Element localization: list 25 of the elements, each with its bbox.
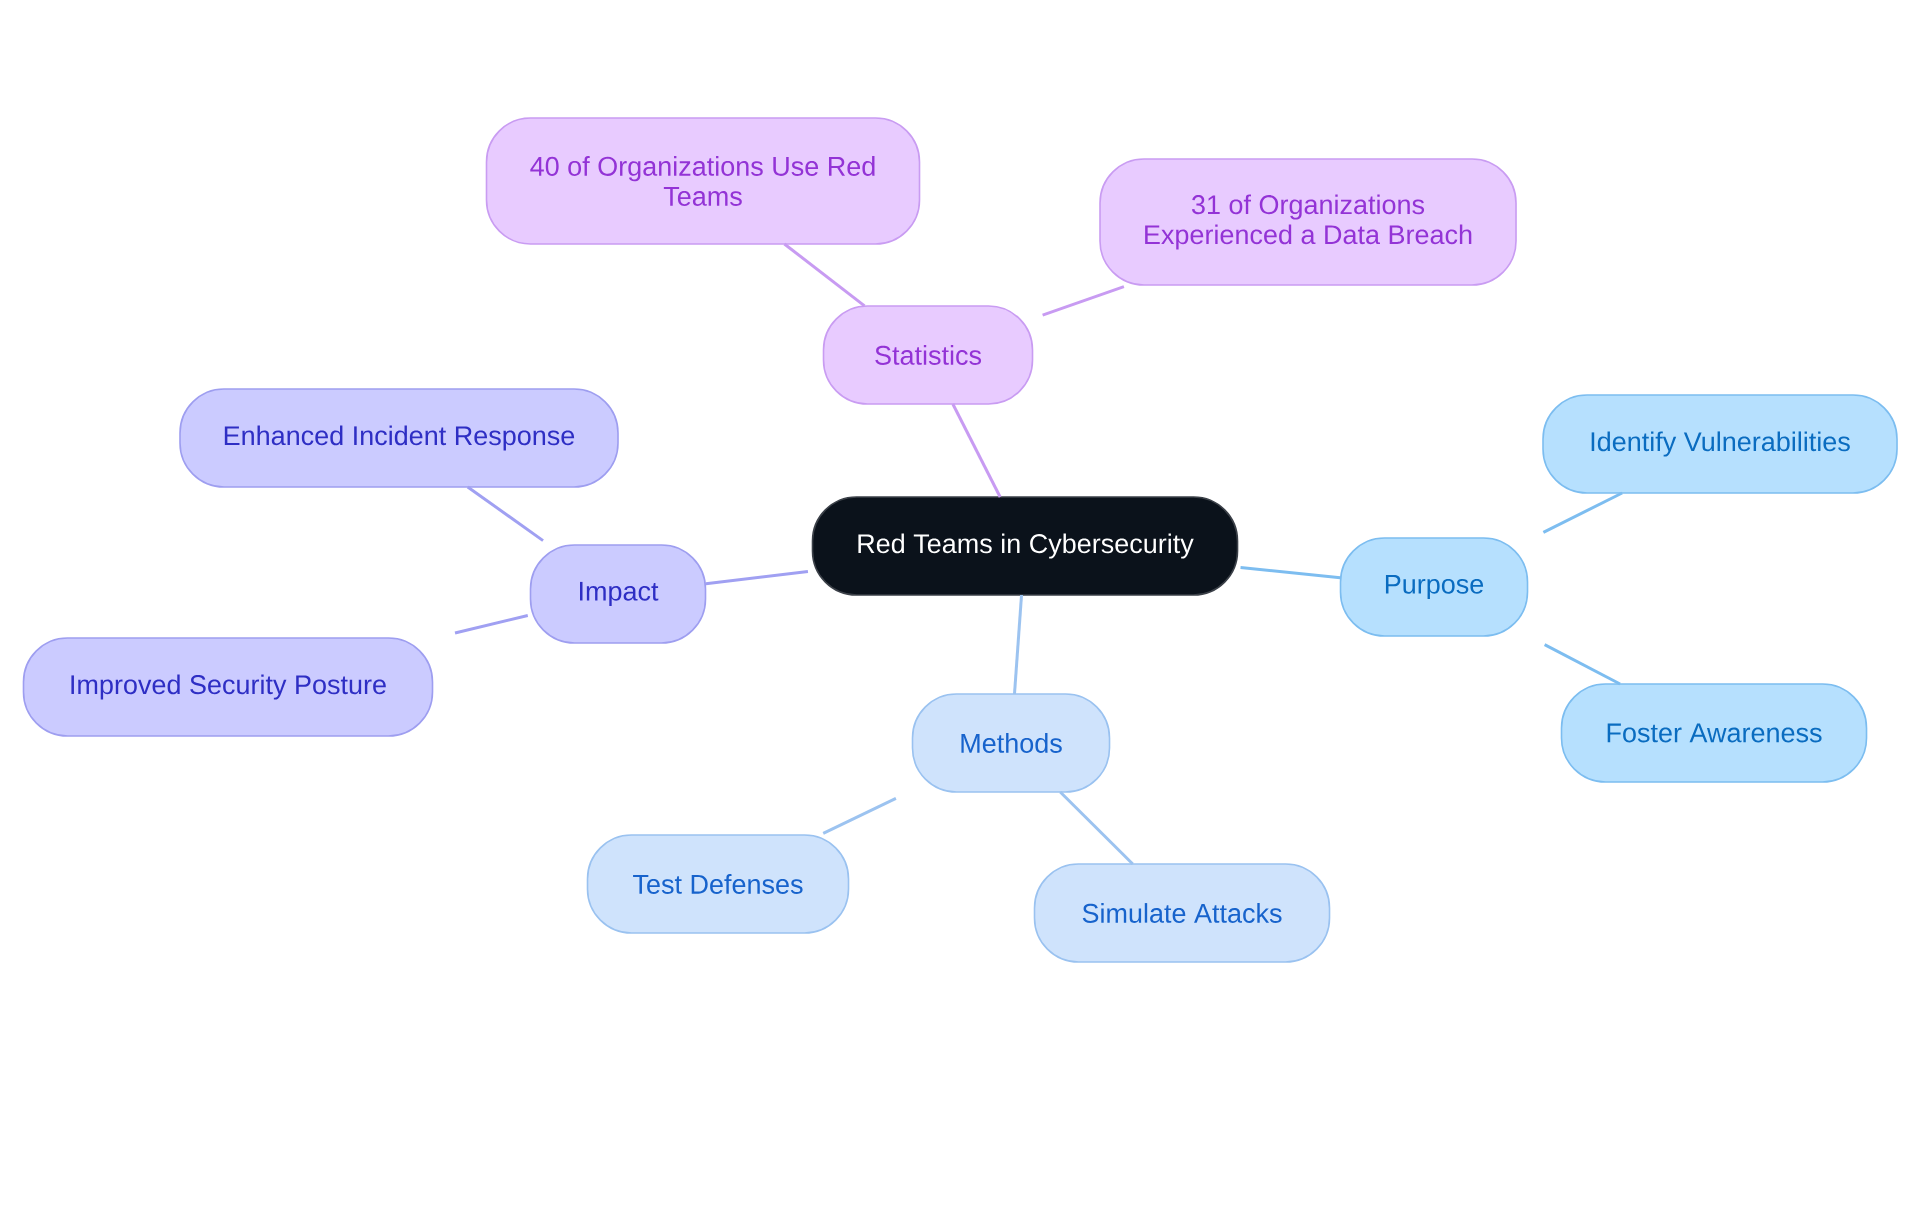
connector-line [783,242,866,308]
leaf-box: 31 of Organizations Experienced a Data Breach [1099,158,1517,286]
connector-line [951,403,1002,498]
leaf-box: Simulate Attacks [1033,863,1331,963]
leaf-box: Identify Vulnerabilities [1542,394,1898,494]
connector-line [1542,491,1623,534]
connector-line [1543,643,1621,686]
connector-line [1059,790,1134,866]
branch-box: Statistics [822,305,1034,405]
connector-line [1013,594,1024,695]
connector-line [1042,285,1125,317]
branch-box: Impact [529,544,707,644]
connector-line [1240,566,1341,580]
central-topic-box: Red Teams in Cybersecurity [811,496,1239,596]
connector-line [466,485,544,542]
branch-box: Methods [911,693,1111,793]
leaf-box: Foster Awareness [1560,683,1868,783]
connector-line [705,570,809,586]
leaf-box: Enhanced Incident Response [179,388,619,488]
connector-line [454,614,529,635]
leaf-box: Improved Security Posture [22,637,434,737]
leaf-box: Test Defenses [586,834,850,934]
connector-line [822,796,897,835]
leaf-box: 40 of Organizations Use Red Teams [485,117,921,245]
branch-box: Purpose [1339,537,1529,637]
